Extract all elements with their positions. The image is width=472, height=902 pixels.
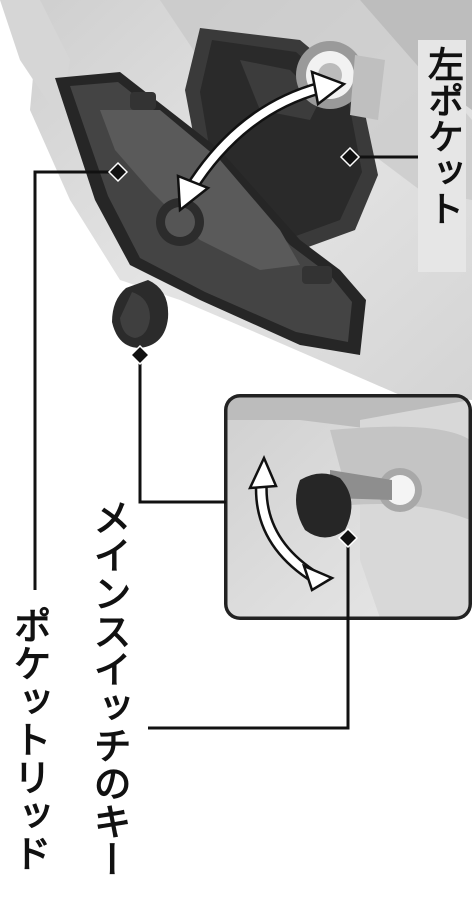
- key-fob: [112, 280, 168, 348]
- leader-key-fob: [140, 355, 226, 502]
- label-main-switch-key: メインスイッチのキー: [90, 498, 128, 878]
- label-pocket-lid: ポケットリッド: [10, 606, 48, 872]
- label-left-pocket: 左ポケット: [418, 40, 466, 272]
- scooter-photo: [0, 0, 472, 400]
- leader-key-fob-dot: [131, 346, 149, 364]
